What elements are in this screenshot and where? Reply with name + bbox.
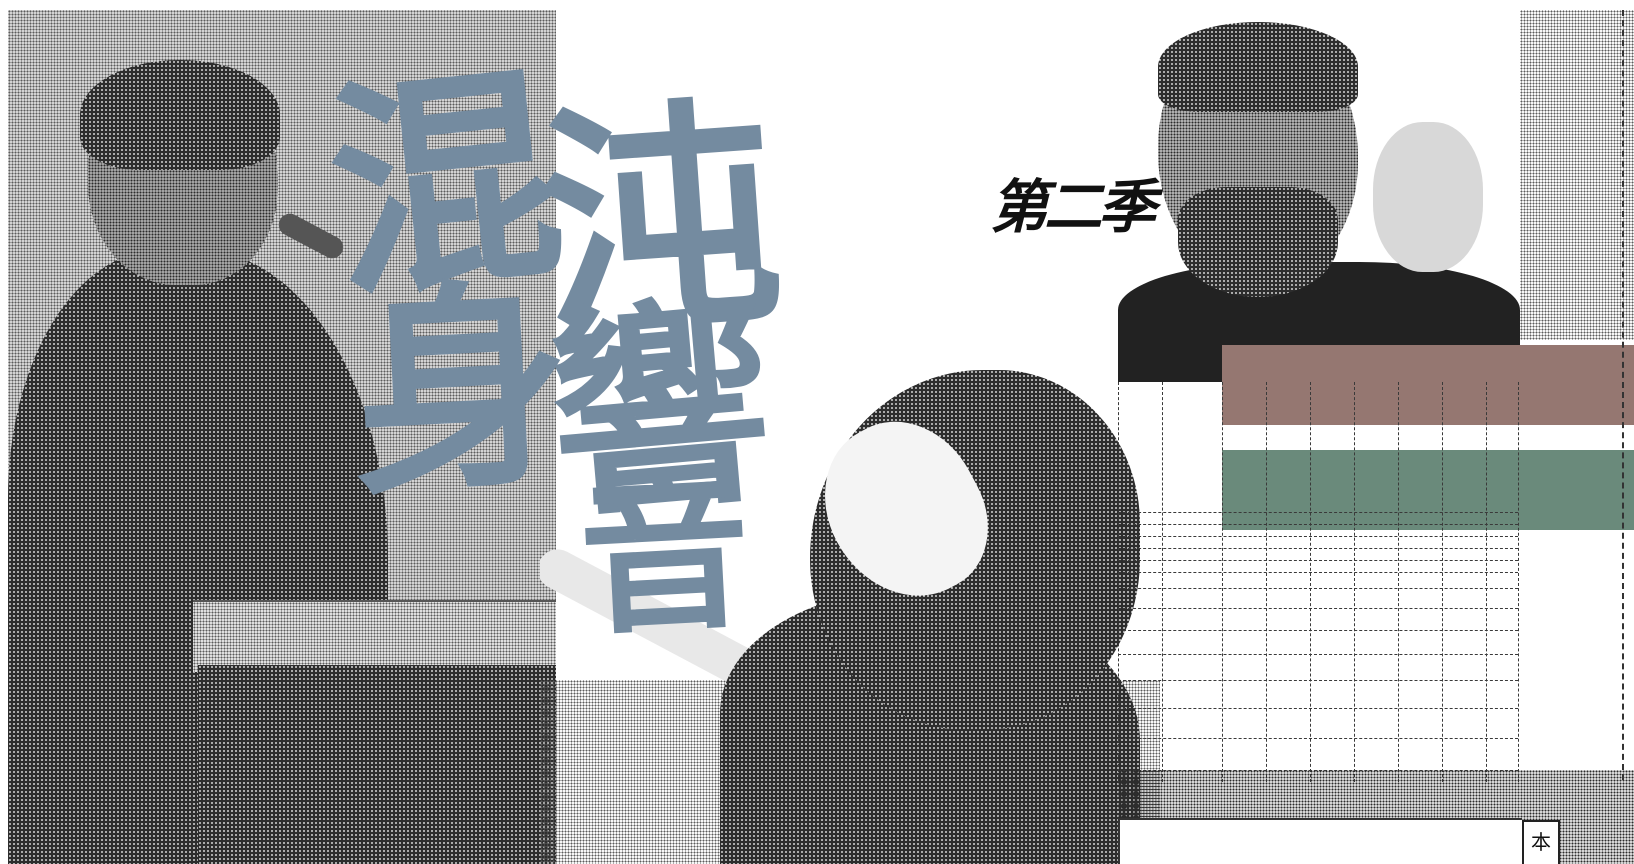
grid-line [1518, 382, 1519, 782]
grid-line [1310, 382, 1311, 782]
photo-singer [540, 370, 1160, 864]
bottom-white-box [1118, 818, 1522, 864]
grid-line [1118, 608, 1518, 609]
grid-line [1118, 708, 1518, 709]
grid-line [1118, 548, 1518, 549]
grid-line [1118, 680, 1518, 681]
grid-line [1398, 382, 1399, 782]
grid-line [1118, 572, 1518, 573]
photo-pianist-stand [198, 665, 556, 864]
photo-bearded-man-hair [1158, 22, 1358, 112]
title-char-5: 音 [574, 450, 756, 660]
edge-dashed-line [1622, 10, 1624, 780]
grid-line [1118, 630, 1518, 631]
photo-bearded-man [1118, 12, 1520, 382]
grid-line [1118, 738, 1518, 739]
dashed-grid [1118, 382, 1520, 782]
grid-line [1486, 382, 1487, 782]
grid-line [1118, 512, 1518, 513]
grid-line [1118, 654, 1518, 655]
calligraphy-title: 混 沌 身 響 音 [317, 30, 870, 660]
season-label: 第二季 [990, 173, 1156, 241]
photo-pianist [8, 10, 556, 864]
photo-pianist-keyboard [193, 600, 556, 672]
right-texture-strip [1520, 10, 1634, 340]
mauve-bar [1222, 345, 1634, 425]
grid-line [1118, 382, 1119, 782]
photo-bearded-man-hand [1373, 122, 1483, 272]
grid-line [1442, 382, 1443, 782]
grid-line [1118, 524, 1518, 525]
grid-line [1354, 382, 1355, 782]
photo-bearded-man-beard [1178, 187, 1338, 297]
grid-line [1118, 536, 1518, 537]
grid-line [1222, 382, 1223, 782]
green-bar [1222, 450, 1634, 530]
grid-line [1118, 588, 1518, 589]
grid-line [1266, 382, 1267, 782]
grid-line [1162, 382, 1163, 782]
grid-line [1118, 560, 1518, 561]
photo-pianist-hair [80, 60, 280, 170]
note-box: 本 [1522, 820, 1560, 864]
